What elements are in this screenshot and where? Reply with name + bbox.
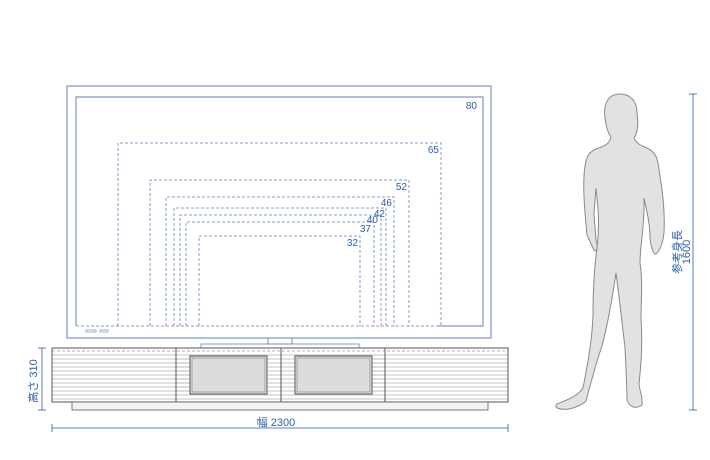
tv-board [51, 347, 509, 411]
width-dimension [51, 424, 509, 432]
tv-outline-65 [117, 142, 442, 326]
tv-button-right [99, 329, 109, 333]
height-label: 高さ 310 [26, 359, 40, 402]
tv-outline-40 [179, 214, 382, 326]
width-label: 幅 2300 [257, 416, 296, 429]
reference-height-dimension [689, 93, 697, 411]
height-dimension [38, 347, 46, 411]
size-label-42: 42 [374, 209, 386, 220]
size-label-52: 52 [396, 182, 408, 193]
tv-outline-80 [66, 85, 492, 339]
tv-outline-32 [198, 235, 361, 326]
tv-outlines [66, 85, 492, 349]
size-label-46: 46 [381, 198, 393, 209]
tv-outline-52 [149, 179, 410, 326]
tv-stand-neck [267, 337, 293, 345]
tv-outline-37 [185, 221, 375, 326]
size-label-37: 37 [360, 224, 372, 235]
person-silhouette [555, 93, 665, 410]
reference-height-label: 参考身長 [670, 230, 684, 274]
tv-button-left [85, 329, 97, 333]
size-label-65: 65 [428, 145, 440, 156]
tv-screen-80 [75, 96, 484, 327]
reference-height-value: 1600 [681, 240, 693, 264]
tv-stand-base [200, 343, 360, 349]
size-label-80: 80 [466, 101, 478, 112]
tv-board-plinth [71, 401, 489, 411]
tv-outline-42 [173, 207, 387, 326]
size-label-32: 32 [347, 238, 359, 249]
size-label-40: 40 [367, 215, 379, 226]
tv-outline-46 [165, 196, 395, 326]
